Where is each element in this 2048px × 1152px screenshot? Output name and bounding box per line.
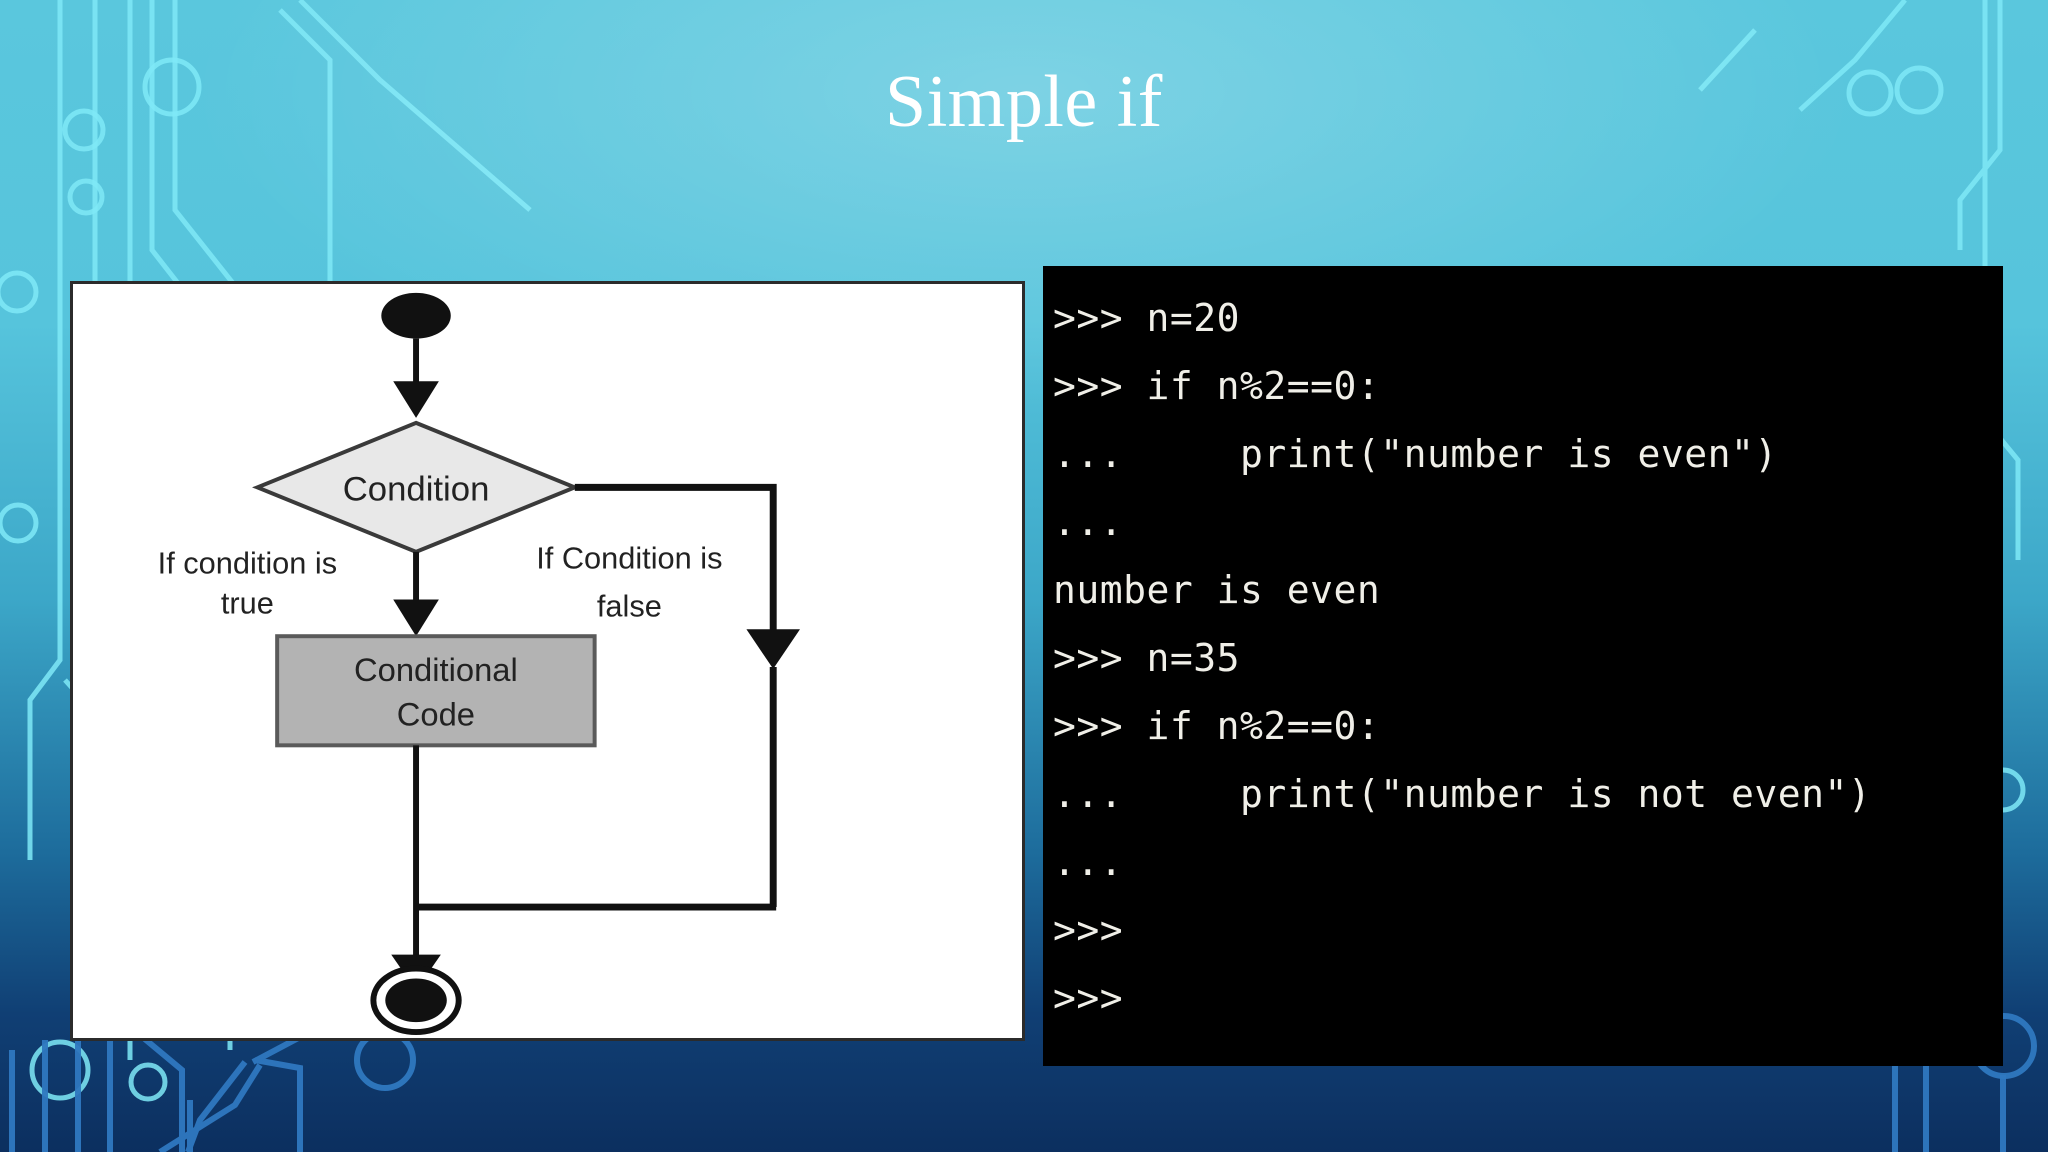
terminal-line: >>> if n%2==0: <box>1053 364 1381 408</box>
process-box <box>275 634 597 748</box>
arrowhead-start-to-decision <box>393 381 439 418</box>
terminal-line: >>> <box>1053 908 1124 952</box>
true-branch-label-line1: If condition is <box>158 546 337 581</box>
process-label-line1: Conditional <box>354 651 518 688</box>
false-branch-label-line2: false <box>597 588 662 623</box>
terminal-line: >>> n=35 <box>1053 636 1241 680</box>
flowchart-svg: Condition If condition is true If Condit… <box>158 292 800 1036</box>
terminal-line: ... <box>1053 840 1124 884</box>
true-branch-label-line2: true <box>221 585 274 620</box>
terminal-line: >>> <box>1053 976 1124 1020</box>
terminal-line: ... print("number is not even") <box>1053 772 1872 816</box>
terminal-line: ... <box>1053 500 1124 544</box>
terminal-line: >>> if n%2==0: <box>1053 704 1381 748</box>
edge-decision-false <box>574 483 777 632</box>
decision-label: Condition <box>343 470 490 508</box>
terminal-line: ... print("number is even") <box>1053 432 1778 476</box>
flowchart-panel: Condition If condition is true If Condit… <box>70 281 1025 1041</box>
arrowhead-decision-true <box>393 599 439 637</box>
arrowhead-decision-false <box>746 629 800 669</box>
terminal-output: >>> n=20 >>> if n%2==0: ... print("number … <box>1053 284 2003 1032</box>
terminal-line: >>> n=20 <box>1053 296 1241 340</box>
process-label-line2: Code <box>397 695 475 732</box>
flowchart-end-node-core <box>385 978 447 1023</box>
flowchart-start-node <box>381 292 451 339</box>
terminal-line: number is even <box>1053 568 1381 612</box>
python-terminal-panel[interactable]: >>> n=20 >>> if n%2==0: ... print("number … <box>1043 266 2003 1066</box>
false-branch-label-line1: If Condition is <box>536 541 722 576</box>
page-title: Simple if <box>885 61 1163 143</box>
